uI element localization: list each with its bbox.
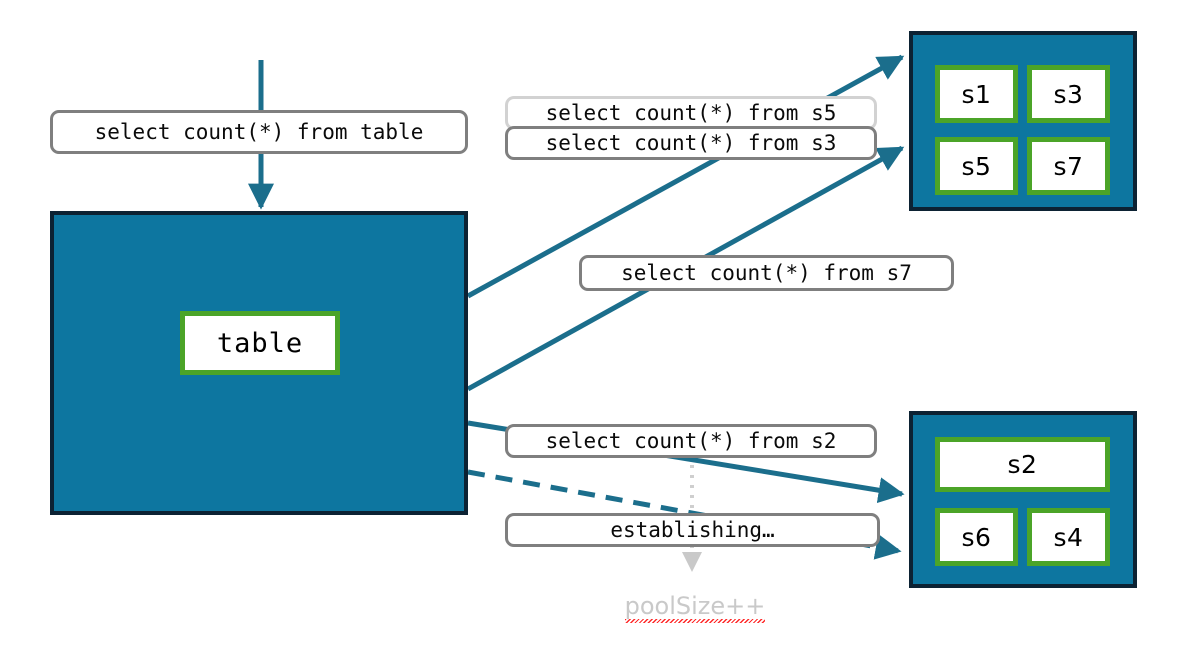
- query-label-s5[interactable]: select count(*) from s5: [505, 96, 877, 130]
- status-label-establishing-text: establishing…: [610, 517, 775, 542]
- query-label-s7-text: select count(*) from s7: [621, 260, 912, 285]
- node-s7[interactable]: s7: [1027, 137, 1110, 195]
- node-s7-label: s7: [1053, 151, 1084, 181]
- node-s4-label: s4: [1053, 522, 1084, 552]
- query-label-s2-text: select count(*) from s2: [545, 428, 837, 453]
- node-s6-label: s6: [961, 522, 992, 552]
- node-s1-label: s1: [961, 79, 992, 109]
- query-label-s3[interactable]: select count(*) from s3: [505, 126, 877, 160]
- node-table-label: table: [216, 327, 304, 359]
- query-label-table[interactable]: select count(*) from table: [50, 110, 468, 154]
- node-s3-label: s3: [1053, 79, 1084, 109]
- node-s3[interactable]: s3: [1027, 65, 1110, 123]
- node-s5-label: s5: [961, 151, 992, 181]
- query-label-s3-text: select count(*) from s3: [545, 130, 837, 155]
- node-table[interactable]: table: [180, 311, 340, 375]
- query-label-s5-text: select count(*) from s5: [545, 100, 837, 125]
- query-label-table-text: select count(*) from table: [94, 119, 424, 144]
- node-s5[interactable]: s5: [935, 137, 1018, 195]
- status-label-establishing[interactable]: establishing…: [505, 513, 880, 547]
- node-s2[interactable]: s2: [935, 437, 1110, 492]
- node-s2-label: s2: [1007, 450, 1038, 479]
- poolsize-annotation-text: poolSize++: [624, 592, 766, 623]
- node-s4[interactable]: s4: [1027, 508, 1110, 566]
- poolsize-annotation: poolSize++: [605, 592, 785, 623]
- query-label-s7[interactable]: select count(*) from s7: [579, 255, 954, 291]
- query-label-s2[interactable]: select count(*) from s2: [505, 424, 877, 458]
- node-s6[interactable]: s6: [935, 508, 1018, 566]
- node-s1[interactable]: s1: [935, 65, 1018, 123]
